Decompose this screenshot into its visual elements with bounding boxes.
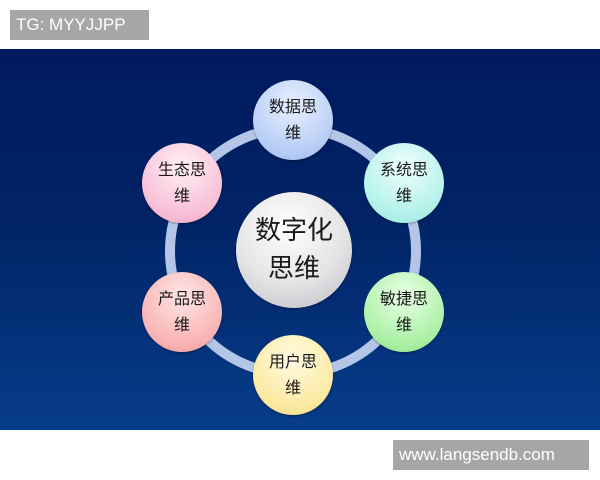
node-system-thinking: 系统思 维 <box>364 143 444 223</box>
node-label-line2: 维 <box>284 378 301 397</box>
node-product-thinking: 产品思 维 <box>142 272 222 352</box>
node-agile-thinking: 敏捷思 维 <box>364 272 444 352</box>
diagram-panel: 数字化 思维 数据思 维 系统思 维 敏捷思 维 用户思 维 产品思 维 生态思… <box>0 49 600 430</box>
node-data-thinking: 数据思 维 <box>253 80 333 160</box>
node-ecology-thinking: 生态思 维 <box>142 143 222 223</box>
node-label-line2: 维 <box>173 315 190 334</box>
node-label-line2: 维 <box>173 186 190 205</box>
center-label-line2: 思维 <box>267 254 320 284</box>
node-label-line1: 产品思 <box>157 289 206 308</box>
center-label-line1: 数字化 <box>254 216 333 246</box>
node-label-line1: 用户思 <box>268 352 317 371</box>
node-label-line1: 数据思 <box>268 97 317 116</box>
node-label-line2: 维 <box>395 186 412 205</box>
node-label-line1: 敏捷思 <box>379 289 428 308</box>
node-label-line2: 维 <box>284 123 301 142</box>
node-label-line1: 系统思 <box>379 160 428 179</box>
watermark-top: TG: MYYJJPP <box>10 10 149 40</box>
node-label-line2: 维 <box>395 315 412 334</box>
watermark-bottom: www.langsendb.com <box>393 440 589 470</box>
node-label-line1: 生态思 <box>157 160 206 179</box>
node-user-thinking: 用户思 维 <box>253 335 333 415</box>
center-node-digital-thinking: 数字化 思维 <box>236 192 352 308</box>
